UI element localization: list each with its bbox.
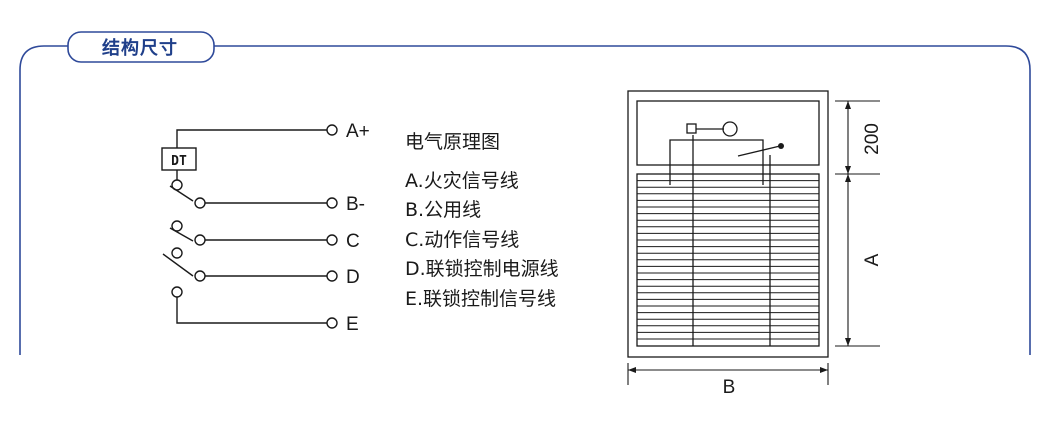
dim-label-200: 200	[862, 123, 883, 155]
dim-label-b: B	[723, 377, 736, 398]
control-box	[636, 100, 820, 166]
arrow-mid-down	[845, 174, 851, 182]
terminal-a-dot	[326, 124, 338, 136]
wire-a	[176, 129, 327, 148]
blade-lines	[637, 180, 819, 340]
section-title-badge	[67, 31, 215, 63]
legend-item-b: B.公用线	[405, 199, 482, 221]
switch-arm-2	[169, 227, 194, 242]
arrow-bottom	[845, 338, 851, 346]
terminal-e-dot	[326, 317, 338, 329]
legend-title: 电气原理图	[405, 131, 501, 153]
terminal-e-label: E	[346, 314, 359, 335]
terminal-b-label: B-	[346, 194, 365, 215]
legend: 电气原理图 A.火灾信号线 B.公用线 C.动作信号线 D.联锁控制电源线 E.…	[405, 128, 559, 314]
wire-e	[176, 297, 327, 324]
legend-item-e: E.联锁控制信号线	[405, 287, 557, 310]
arrow-top	[845, 101, 851, 109]
actuator-wheel	[722, 121, 738, 137]
switch-arm-3	[162, 253, 194, 277]
linkage	[669, 139, 764, 185]
terminal-d-dot	[326, 270, 338, 282]
arrow-right	[820, 367, 828, 373]
terminal-d-label: D	[346, 267, 360, 288]
arrow-left	[628, 367, 636, 373]
legend-item-c: C.动作信号线	[405, 228, 520, 251]
contact-3	[171, 220, 183, 232]
dim-label-a: A	[862, 253, 883, 266]
legend-item-a: A.火灾信号线	[405, 169, 519, 192]
switch-arm-1	[169, 185, 194, 202]
contact-5	[171, 247, 183, 259]
lever-pivot	[778, 143, 784, 149]
arrow-mid-up	[845, 166, 851, 174]
dt-relay-box	[161, 147, 197, 171]
section-title: 结构尺寸	[102, 38, 178, 59]
terminal-c-label: C	[346, 231, 360, 252]
dt-relay-label: DT	[171, 154, 187, 169]
outer-frame	[627, 90, 829, 358]
lever	[737, 145, 781, 157]
terminal-a-label: A+	[346, 121, 370, 142]
actuator-block	[686, 123, 697, 134]
terminal-c-dot	[326, 234, 338, 246]
legend-item-d: D.联锁控制电源线	[405, 258, 559, 280]
terminal-b-dot	[326, 197, 338, 209]
